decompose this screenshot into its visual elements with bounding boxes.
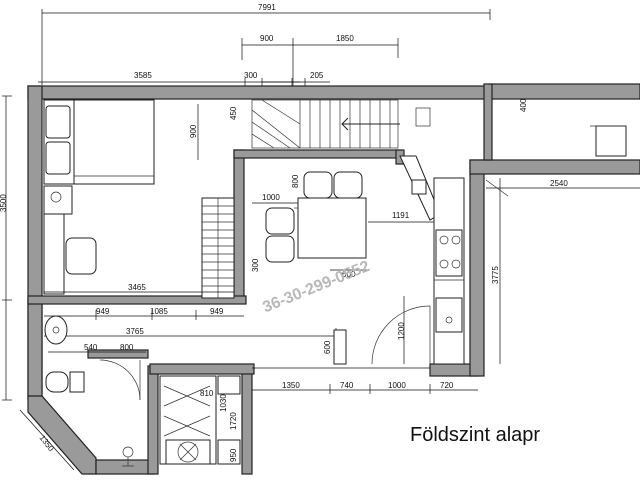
dim-room-side: 300 [251, 258, 260, 272]
dim-stair-b: 1850 [336, 34, 354, 43]
dim-front-d: 720 [440, 381, 454, 390]
dim-bath-a: 540 [84, 343, 98, 352]
dim-counter-top: 800 [291, 174, 300, 188]
dim-front-c: 1000 [388, 381, 406, 390]
dining-set [265, 171, 367, 263]
laundry [159, 375, 241, 465]
dim-wc-b: 1030 [219, 394, 228, 412]
watermark: 36-30-299-0552 [260, 258, 372, 316]
dim-total-width: 7991 [258, 3, 276, 12]
dim-stair-gap: 205 [310, 71, 324, 80]
dim-stair-wall: 300 [244, 71, 258, 80]
walls [27, 83, 640, 475]
dim-bath-b: 800 [120, 343, 134, 352]
dim-table-width: 1000 [262, 193, 280, 202]
dim-wc-a: 810 [200, 389, 214, 398]
dim-room-width: 3585 [134, 71, 152, 80]
dim-stair-step: 450 [229, 106, 238, 120]
dim-right-top: 400 [519, 98, 528, 112]
dim-hall-width: 3765 [126, 327, 144, 336]
plan-title: Földszint alapr [410, 424, 541, 446]
bedroom-fixtures [43, 185, 97, 295]
dim-kitchen-width: 1191 [392, 211, 410, 220]
dim-right-width: 2540 [550, 179, 568, 188]
dim-seg-1: 949 [96, 307, 110, 316]
bed [43, 99, 155, 185]
dim-front-b: 740 [340, 381, 354, 390]
dim-bed-depth: 900 [189, 124, 198, 138]
dim-wc-d: 950 [229, 448, 238, 462]
dim-table-bottom: 600 [342, 270, 356, 279]
lamp-symbol [122, 446, 134, 467]
kitchen [399, 155, 465, 365]
dim-seg-3: 949 [210, 307, 224, 316]
dim-wc-c: 1720 [229, 412, 238, 430]
dim-kitchen-door: 1200 [397, 322, 406, 340]
dim-right-height: 3775 [491, 266, 500, 284]
staircase [251, 99, 400, 149]
dim-left-side: 3500 [0, 194, 8, 212]
dim-seg-2: 1085 [150, 307, 168, 316]
bathroom [44, 315, 141, 401]
top-dimension-lines [38, 9, 491, 90]
dim-door-width: 600 [323, 340, 332, 354]
side-stair [201, 197, 235, 299]
dim-front-a: 1350 [282, 381, 300, 390]
dim-stair-a: 900 [260, 34, 274, 43]
dim-living-width: 3465 [128, 283, 146, 292]
